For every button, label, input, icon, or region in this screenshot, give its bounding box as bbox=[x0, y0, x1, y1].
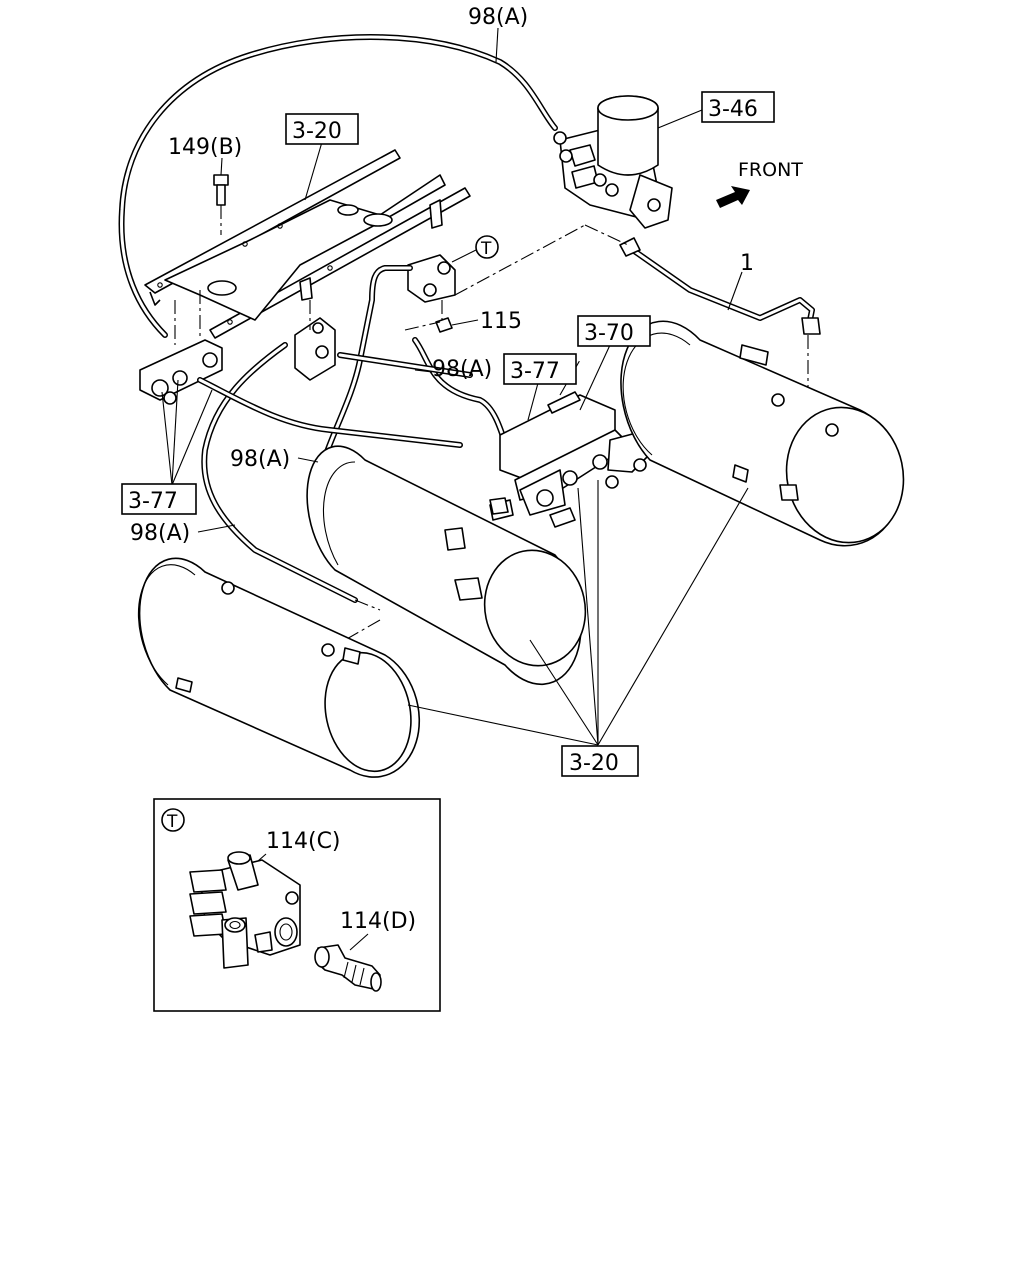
label-3-20-top: 3-20 bbox=[292, 119, 342, 144]
label-box-3-46 bbox=[701, 91, 775, 123]
bolt-149b bbox=[213, 174, 229, 235]
pipe-1 bbox=[619, 237, 821, 335]
air-dryer-assembly bbox=[553, 95, 673, 229]
air-tank-right bbox=[620, 320, 905, 547]
label-3-77-left: 3-77 bbox=[128, 489, 178, 514]
label-3-77-mid: 3-77 bbox=[510, 359, 560, 384]
label-98a-low: 98(A) bbox=[130, 521, 190, 546]
label-114c: 114(C) bbox=[266, 829, 341, 854]
label-front: FRONT bbox=[738, 159, 803, 181]
label-box-3-20-bottom bbox=[561, 745, 639, 777]
label-box-3-77-left bbox=[121, 483, 197, 515]
center-valve-plate bbox=[489, 359, 653, 528]
callout-t-inset-text: T bbox=[166, 812, 178, 832]
callout-t-inset bbox=[161, 808, 185, 832]
label-149b: 149(B) bbox=[168, 135, 242, 160]
inset-frame bbox=[153, 798, 441, 1012]
label-98a-left: 98(A) bbox=[230, 447, 290, 472]
callout-t-top bbox=[475, 235, 499, 259]
label-3-20-bottom: 3-20 bbox=[569, 751, 619, 776]
leader-lines bbox=[161, 27, 749, 746]
center-valve-bracket bbox=[294, 300, 336, 381]
air-tank-left bbox=[137, 557, 421, 778]
callout-t-top-text: T bbox=[480, 239, 492, 259]
label-98a-top: 98(A) bbox=[468, 5, 528, 30]
label-3-70: 3-70 bbox=[584, 321, 634, 346]
pipe-98a-top bbox=[118, 34, 558, 338]
label-box-3-77-mid bbox=[503, 353, 577, 385]
left-valve-assembly bbox=[139, 290, 223, 405]
label-box-3-70 bbox=[577, 315, 651, 347]
frame-crossmember bbox=[144, 149, 471, 339]
label-box-3-20-top bbox=[285, 113, 359, 145]
front-arrow-icon bbox=[716, 186, 750, 208]
pipe-98a-middle bbox=[197, 265, 518, 603]
label-3-46: 3-46 bbox=[708, 97, 758, 122]
labels: 98(A) 3-46 3-20 149(B) FRONT T 1 115 3-7… bbox=[121, 5, 803, 777]
label-115: 115 bbox=[480, 309, 522, 334]
inset-detail-t: T 114(C) 114(D) bbox=[153, 798, 441, 1012]
air-tank-center bbox=[306, 445, 587, 686]
label-1: 1 bbox=[740, 251, 754, 276]
label-114d: 114(D) bbox=[340, 909, 416, 934]
label-98a-mid: 98(A) bbox=[432, 357, 492, 382]
